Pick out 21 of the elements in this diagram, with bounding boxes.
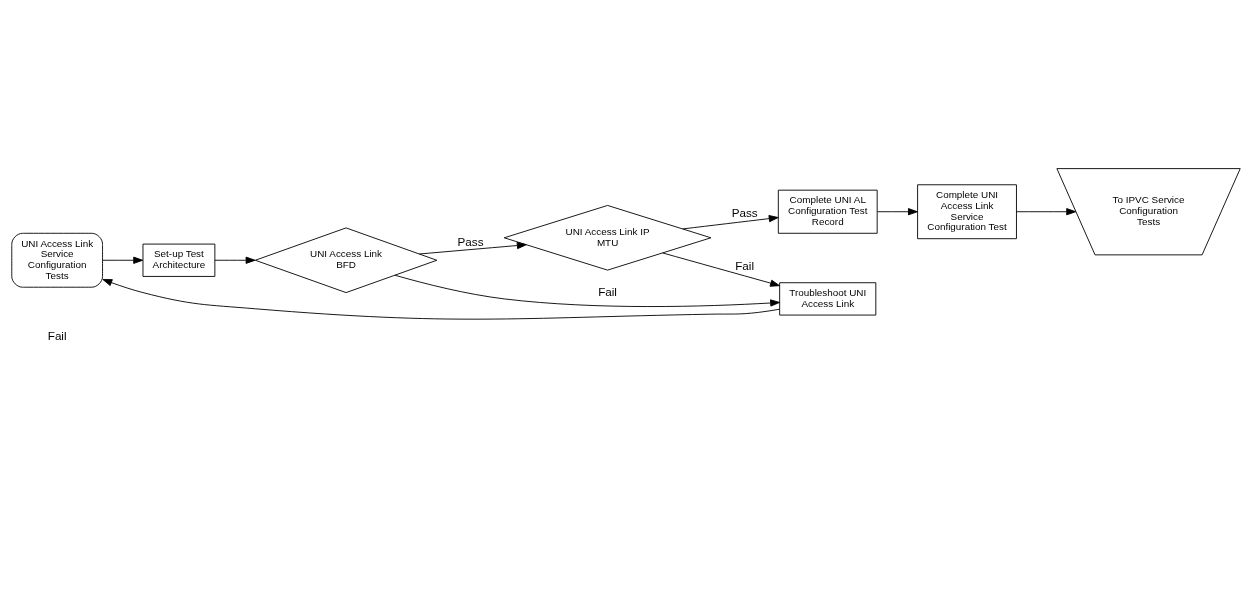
arrow [214,256,256,264]
edge-label: Fail [598,284,617,298]
edge-label: Pass [457,235,484,249]
edge-label: Fail [735,258,755,272]
node-diamond: UNI Access Link BFD [254,227,438,294]
arrow [1016,208,1077,216]
arrow [394,274,781,307]
arrow [877,208,918,216]
arrow [102,256,144,264]
node-diamond: UNI Access Link IP MTU [503,205,712,271]
arrow [682,215,779,230]
node-box: Troubleshoot UNI Access Link [779,282,877,316]
arrow [418,241,527,255]
node-box: Complete UNI Access Link Service Configuration Test [917,184,1017,240]
arrow [102,279,781,320]
node-box: UNI Access Link Service Configuration Tests [11,232,103,288]
label: Fail [47,328,67,342]
node-box: Complete UNI AL Configuration Test Record [777,189,878,234]
node-box: Set-up Test Architecture [142,243,216,277]
edge-label: Pass [731,206,758,220]
arrow [662,252,780,287]
